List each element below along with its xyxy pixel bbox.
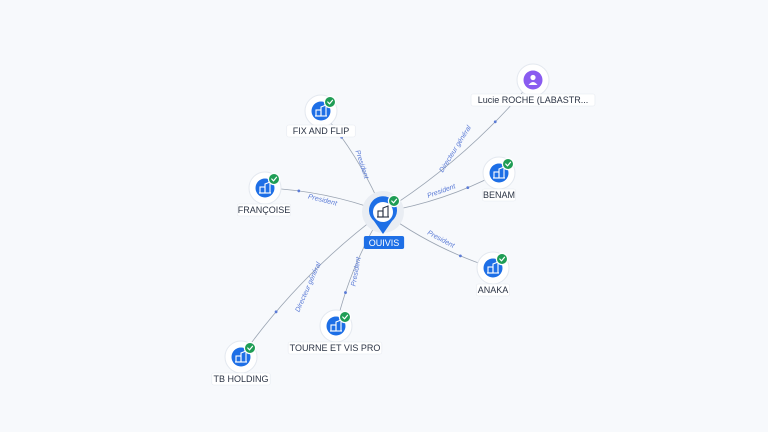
node-label-bg <box>237 203 291 217</box>
person-icon <box>523 70 543 90</box>
edge-arrow <box>493 120 497 124</box>
node-label: Lucie ROCHE (LABASTR... <box>478 95 589 105</box>
node-label-bg <box>470 93 596 107</box>
edge-arrow <box>458 254 462 258</box>
edge-label: President <box>354 149 370 180</box>
node-label: TB HOLDING <box>213 374 268 384</box>
edge-label: President <box>351 256 363 287</box>
verified-check-icon <box>387 194 401 208</box>
node-label: TOURNE ET VIS PRO <box>290 343 381 353</box>
node-label: BENAM <box>483 190 515 200</box>
edge-arrow <box>344 291 347 294</box>
node-label-bg <box>476 283 510 297</box>
verified-check-icon <box>267 172 281 186</box>
node-benam[interactable]: BENAM <box>482 156 516 202</box>
edge-tb-holding: Directeur général <box>240 211 384 358</box>
node-label: FRANÇOISE <box>238 205 291 215</box>
edge-line <box>240 211 384 358</box>
edge-label: President <box>307 194 338 208</box>
company-building-icon <box>377 205 389 218</box>
node-francoise[interactable]: FRANÇOISE <box>237 171 291 217</box>
node-label-bg <box>211 372 271 386</box>
edge-arrow <box>274 310 278 314</box>
node-label: ANAKA <box>478 285 509 295</box>
center-label-bg <box>363 236 405 249</box>
edge-arrow <box>297 189 301 193</box>
verified-check-icon <box>338 310 352 324</box>
verified-check-icon <box>323 95 337 109</box>
center-label: OUIVIS <box>369 238 400 248</box>
node-anaka[interactable]: ANAKA <box>476 251 510 297</box>
node-tourne-et-vis-pro[interactable]: TOURNE ET VIS PRO <box>287 309 383 355</box>
node-label-bg <box>286 124 356 138</box>
edge-arrow <box>466 186 470 190</box>
edge-label: Directeur général <box>295 261 323 313</box>
verified-check-icon <box>501 157 515 171</box>
center-node[interactable]: OUIVIS <box>362 191 405 249</box>
node-fix-and-flip[interactable]: FIX AND FLIP <box>286 94 356 138</box>
node-lucie-roche[interactable]: Lucie ROCHE (LABASTR... <box>470 63 596 107</box>
node-label-bg <box>287 341 383 355</box>
node-tb-holding[interactable]: TB HOLDING <box>211 340 271 386</box>
verified-check-icon <box>495 252 509 266</box>
edge-label: Directeur général <box>439 124 474 174</box>
node-label: FIX AND FLIP <box>293 126 350 136</box>
nodes-layer: FIX AND FLIP FRANÇOISE Lucie ROCHE (LABAST… <box>211 63 596 386</box>
verified-check-icon <box>243 341 257 355</box>
node-label-bg <box>482 188 516 202</box>
